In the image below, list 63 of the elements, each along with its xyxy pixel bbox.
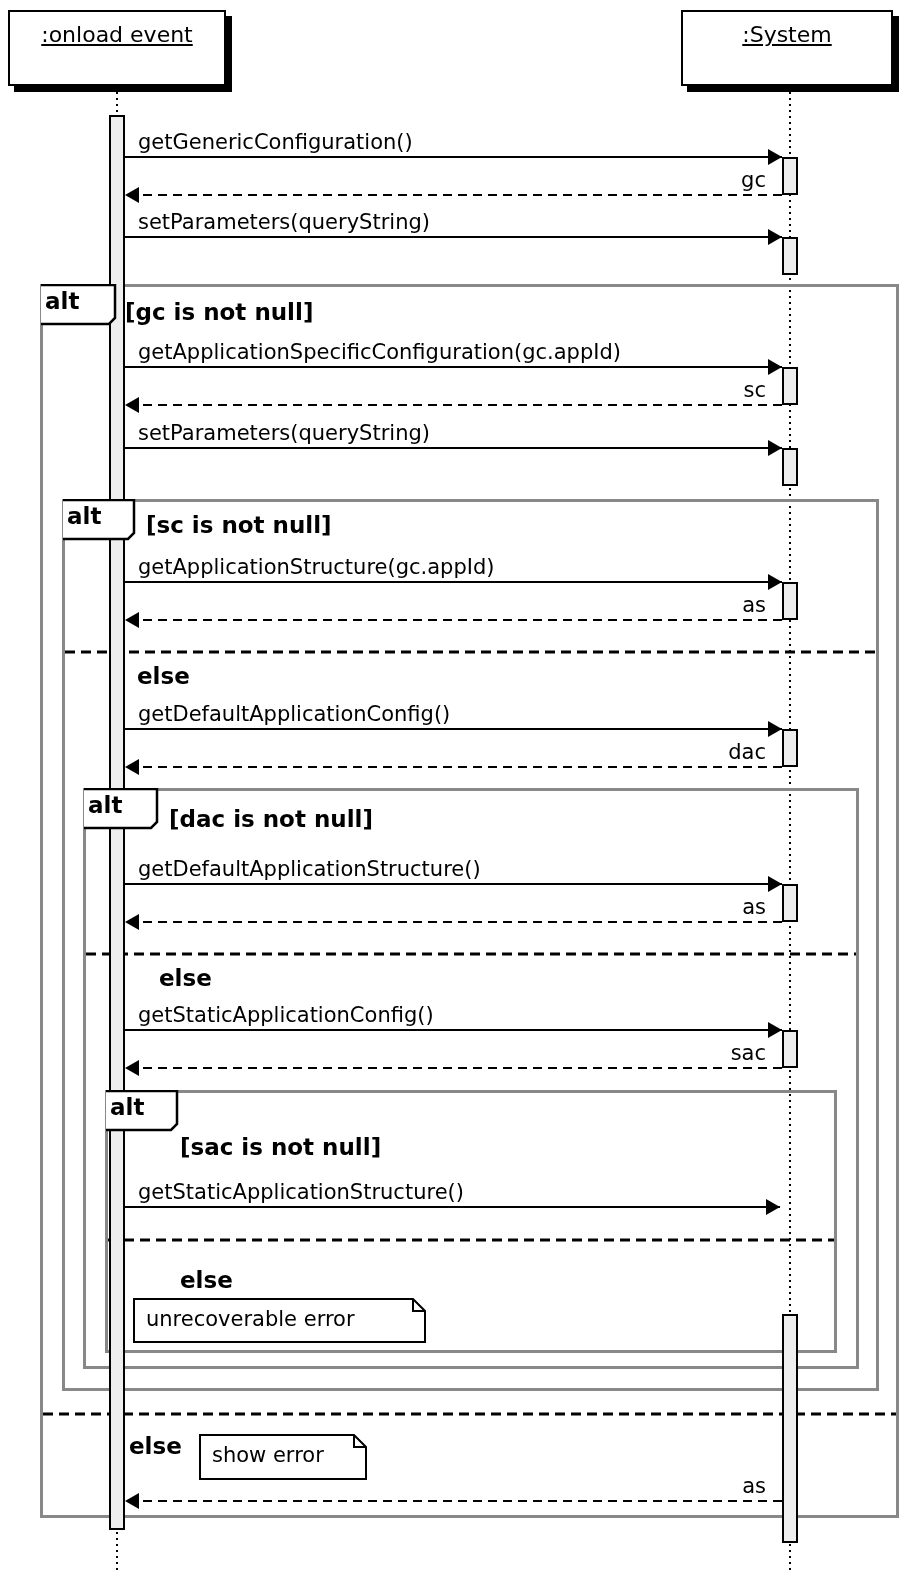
operator-label: alt bbox=[110, 1094, 145, 1122]
operator-label: alt bbox=[67, 503, 102, 531]
activation-bar bbox=[782, 367, 798, 405]
else-label: else bbox=[137, 663, 190, 691]
message-label: getApplicationStructure(gc.appId) bbox=[138, 555, 495, 581]
return-arrow bbox=[124, 1493, 783, 1509]
alt-frame bbox=[83, 788, 859, 1369]
message-label: getApplicationSpecificConfiguration(gc.appId) bbox=[138, 340, 621, 366]
guard-condition: [sac is not null] bbox=[180, 1134, 382, 1162]
message-label: as bbox=[742, 1474, 766, 1500]
else-label: else bbox=[159, 965, 212, 993]
message-arrow bbox=[124, 574, 783, 590]
activation-bar bbox=[782, 157, 798, 195]
message-label: setParameters(queryString) bbox=[138, 421, 430, 447]
participant-name: :System bbox=[741, 22, 833, 47]
activation-bar bbox=[782, 237, 798, 275]
return-arrow bbox=[124, 759, 783, 775]
guard-condition: [sc is not null] bbox=[146, 512, 332, 540]
note bbox=[199, 1434, 367, 1480]
activation-bar bbox=[782, 582, 798, 620]
guard-condition: [dac is not null] bbox=[169, 806, 373, 834]
activation-bar bbox=[782, 729, 798, 767]
alt-frame bbox=[40, 284, 899, 1518]
activation-bar bbox=[782, 884, 798, 922]
note-text: unrecoverable error bbox=[146, 1307, 355, 1333]
activation-bar bbox=[782, 1314, 798, 1543]
guard-condition: [gc is not null] bbox=[125, 299, 314, 327]
message-label: as bbox=[742, 593, 766, 619]
message-label: gc bbox=[741, 168, 766, 194]
message-arrow bbox=[124, 149, 783, 165]
alt-frame bbox=[105, 1090, 837, 1353]
return-arrow bbox=[124, 612, 783, 628]
message-label: getStaticApplicationStructure() bbox=[138, 1180, 464, 1206]
message-label: sc bbox=[743, 378, 766, 404]
message-label: getDefaultApplicationConfig() bbox=[138, 702, 451, 728]
activation-bar bbox=[782, 1030, 798, 1068]
else-label: else bbox=[129, 1433, 182, 1461]
return-arrow bbox=[124, 187, 783, 203]
note bbox=[133, 1298, 426, 1343]
message-arrow bbox=[124, 359, 783, 375]
message-arrow bbox=[124, 721, 783, 737]
message-label: sac bbox=[730, 1041, 766, 1067]
message-label: as bbox=[742, 895, 766, 921]
operator-label: alt bbox=[45, 288, 80, 316]
message-label: dac bbox=[728, 740, 766, 766]
message-label: getGenericConfiguration() bbox=[138, 130, 413, 156]
message-label: getStaticApplicationConfig() bbox=[138, 1003, 434, 1029]
message-arrow bbox=[124, 229, 783, 245]
return-arrow bbox=[124, 397, 783, 413]
message-arrow bbox=[124, 876, 783, 892]
alt-frame bbox=[62, 499, 879, 1391]
message-arrow bbox=[124, 440, 783, 456]
operator-label: alt bbox=[88, 792, 123, 820]
message-arrow bbox=[124, 1022, 783, 1038]
return-arrow bbox=[124, 1060, 783, 1076]
message-label: getDefaultApplicationStructure() bbox=[138, 857, 481, 883]
activation-bar bbox=[782, 448, 798, 486]
note-text: show error bbox=[212, 1443, 324, 1469]
else-label: else bbox=[180, 1267, 233, 1295]
participant-name: :onload event bbox=[40, 22, 194, 47]
message-arrow bbox=[124, 1199, 781, 1215]
return-arrow bbox=[124, 914, 783, 930]
message-label: setParameters(queryString) bbox=[138, 210, 430, 236]
